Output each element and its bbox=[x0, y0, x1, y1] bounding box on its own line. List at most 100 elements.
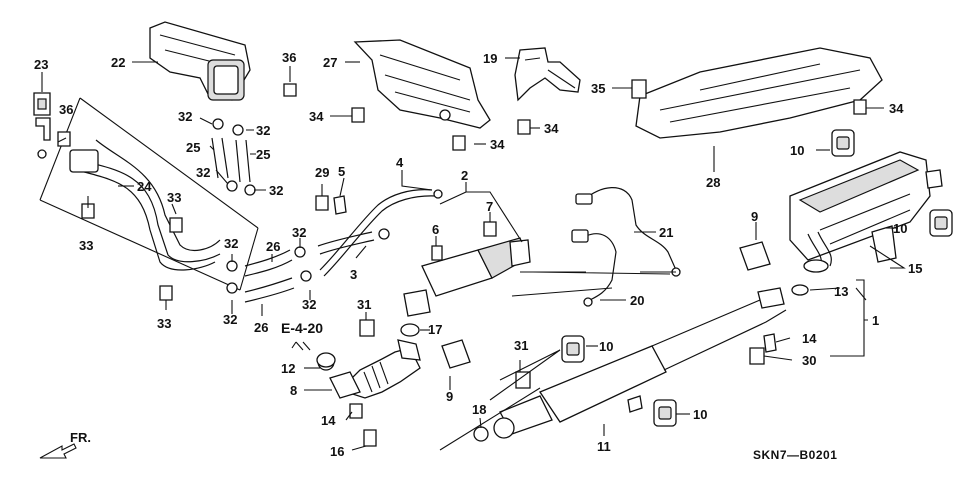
callout-10: 10 bbox=[693, 407, 707, 422]
mount-part-9-lower bbox=[441, 339, 471, 369]
callout-34: 34 bbox=[889, 101, 904, 116]
callout-32: 32 bbox=[256, 123, 270, 138]
callout-11: 11 bbox=[597, 439, 611, 454]
callout-10: 10 bbox=[893, 221, 907, 236]
hose-part-26 bbox=[244, 249, 295, 303]
sensor-part-20 bbox=[571, 229, 617, 307]
callout-7: 7 bbox=[486, 199, 493, 214]
callout-26: 26 bbox=[254, 320, 268, 335]
callout-15: 15 bbox=[908, 261, 922, 276]
callout-18: 18 bbox=[472, 402, 486, 417]
heat-shield-part-27 bbox=[353, 39, 491, 129]
callout-2: 2 bbox=[461, 168, 468, 183]
spring-part-14 bbox=[763, 333, 777, 353]
pipe-assembly-part-24 bbox=[39, 97, 259, 291]
callout-24: 24 bbox=[137, 179, 152, 194]
bracket-part-19 bbox=[514, 47, 581, 102]
callout-28: 28 bbox=[706, 175, 720, 190]
converter-part-2 bbox=[403, 237, 531, 317]
hose-part-25 bbox=[211, 137, 251, 183]
gasket-part-13 bbox=[791, 284, 809, 296]
sensor-part-21 bbox=[575, 187, 681, 277]
hanger-part-10-a bbox=[561, 335, 585, 363]
heat-shield-part-28 bbox=[635, 47, 883, 139]
callout-14: 14 bbox=[802, 331, 817, 346]
hanger-part-10-b bbox=[653, 399, 677, 427]
callout-31: 31 bbox=[357, 297, 371, 312]
bracket-part-22 bbox=[149, 21, 251, 101]
mount-part-9-upper bbox=[739, 241, 771, 271]
hanger-part-10-c bbox=[831, 129, 855, 157]
callout-19: 19 bbox=[483, 51, 497, 66]
diagram-code: SKN7—B0201 bbox=[753, 448, 837, 462]
callout-34: 34 bbox=[490, 137, 505, 152]
callout-10: 10 bbox=[790, 143, 804, 158]
gasket-part-17 bbox=[400, 323, 420, 337]
callout-6: 6 bbox=[432, 222, 439, 237]
bolt-part-34-c bbox=[517, 119, 531, 135]
bolt-part-33-a bbox=[81, 203, 95, 219]
callout-32: 32 bbox=[302, 297, 316, 312]
reference-text: E-4-20 bbox=[281, 320, 323, 336]
part-callouts: 23 22 36 36 27 19 35 34 34 34 34 32 32 3… bbox=[34, 50, 922, 459]
callout-14: 14 bbox=[321, 413, 336, 428]
bolt-part-7 bbox=[483, 221, 497, 237]
callout-30: 30 bbox=[802, 353, 816, 368]
bracket-part-23 bbox=[33, 92, 51, 159]
callout-17: 17 bbox=[428, 322, 442, 337]
bolt-part-34-d bbox=[853, 99, 867, 115]
muffler-part-1 bbox=[789, 151, 943, 273]
bolt-part-34-a bbox=[351, 107, 365, 123]
callout-9: 9 bbox=[751, 209, 758, 224]
callout-21: 21 bbox=[659, 225, 673, 240]
reference-label: E-4-20 bbox=[281, 320, 323, 351]
bolt-part-34-b bbox=[452, 135, 466, 151]
callout-23: 23 bbox=[34, 57, 48, 72]
nut-part-30 bbox=[749, 347, 765, 365]
bolt-part-36-top bbox=[283, 83, 297, 97]
callout-12: 12 bbox=[281, 361, 295, 376]
callout-22: 22 bbox=[111, 55, 125, 70]
callout-29: 29 bbox=[315, 165, 329, 180]
bolt-part-33-c bbox=[159, 285, 173, 301]
front-direction-indicator: FR. bbox=[39, 430, 91, 459]
callout-33: 33 bbox=[167, 190, 181, 205]
callout-27: 27 bbox=[323, 55, 337, 70]
callout-26: 26 bbox=[266, 239, 280, 254]
callout-32: 32 bbox=[224, 236, 238, 251]
callout-31: 31 bbox=[514, 338, 528, 353]
callout-1: 1 bbox=[872, 313, 879, 328]
callout-8: 8 bbox=[290, 383, 297, 398]
bolt-part-6 bbox=[431, 245, 443, 261]
direction-arrow-icon bbox=[39, 443, 77, 459]
pipe-part-3 bbox=[317, 228, 390, 255]
callout-10: 10 bbox=[599, 339, 613, 354]
callout-9: 9 bbox=[446, 389, 453, 404]
bolt-part-29 bbox=[315, 195, 329, 211]
resonator-part-11 bbox=[493, 287, 787, 439]
reference-arrow-icon bbox=[291, 341, 304, 351]
leader-lines bbox=[41, 57, 906, 451]
nut-part-31-a bbox=[359, 319, 375, 337]
callout-36: 36 bbox=[59, 102, 73, 117]
callout-33: 33 bbox=[157, 316, 171, 331]
callout-20: 20 bbox=[630, 293, 644, 308]
callout-32: 32 bbox=[223, 312, 237, 327]
callout-25: 25 bbox=[256, 147, 270, 162]
callout-32: 32 bbox=[292, 225, 306, 240]
bolt-part-33-b bbox=[169, 217, 183, 233]
clip-part-5 bbox=[333, 195, 347, 215]
hanger-part-10-d bbox=[929, 209, 953, 237]
callout-35: 35 bbox=[591, 81, 605, 96]
callout-32: 32 bbox=[269, 183, 283, 198]
callout-32: 32 bbox=[178, 109, 192, 124]
callout-16: 16 bbox=[330, 444, 344, 459]
gasket-part-18 bbox=[473, 426, 489, 442]
callout-4: 4 bbox=[396, 155, 404, 170]
callout-13: 13 bbox=[834, 284, 848, 299]
nut-part-31-b bbox=[515, 371, 531, 389]
direction-label: FR. bbox=[70, 430, 91, 445]
callout-25: 25 bbox=[186, 140, 200, 155]
